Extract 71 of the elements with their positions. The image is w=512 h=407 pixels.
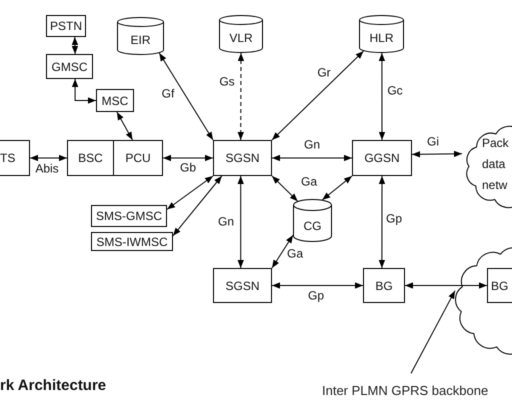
- edge-label: Gs: [218, 76, 236, 88]
- node-label: Pack data netw: [482, 135, 510, 194]
- database-cylinder: [359, 15, 404, 53]
- network-node-box: [96, 89, 134, 112]
- arrow: [322, 176, 352, 200]
- network-node-box: [363, 268, 405, 303]
- arrow: [378, 176, 386, 268]
- network-node-box: [91, 232, 173, 251]
- annotation-text: Inter PLMN GPRS backbone: [322, 383, 490, 399]
- edge-label: Gn: [217, 216, 235, 228]
- database-cylinder: [293, 199, 332, 242]
- arrow: [272, 282, 364, 289]
- network-node-box: [352, 140, 412, 176]
- arrow: [272, 50, 364, 140]
- node-label: GMSC: [52, 60, 88, 74]
- arrow: [158, 52, 214, 140]
- network-node-box: [487, 268, 512, 303]
- network-node-box: [0, 140, 30, 176]
- node-label: SMS-GMSC: [96, 209, 162, 223]
- node-label: PSTN: [50, 19, 82, 33]
- node-label: BG: [375, 278, 393, 292]
- node-label: VLR: [229, 31, 253, 45]
- database-cylinder: [117, 17, 164, 55]
- node-label: CG: [304, 218, 322, 232]
- edge-label: Gp: [385, 212, 403, 226]
- edge-label: Gf: [160, 88, 176, 100]
- edge-label: Gc: [386, 84, 404, 98]
- node-label: SGSN: [225, 151, 260, 165]
- arrow: [238, 52, 244, 140]
- edge-label: Gp: [307, 290, 325, 302]
- network-node-box: [213, 268, 272, 303]
- edge-label: Gb: [179, 162, 197, 174]
- network-node-box: [46, 15, 86, 37]
- node-label: BG: [491, 278, 508, 292]
- arrow: [172, 176, 222, 236]
- arrow: [166, 176, 214, 210]
- arrow: [238, 176, 244, 268]
- arrow: [378, 52, 386, 140]
- network-node-box: [91, 205, 167, 227]
- arrow: [404, 282, 488, 289]
- edge-label: Ga: [300, 176, 318, 188]
- node-label: EIR: [130, 33, 150, 47]
- arrow: [272, 234, 294, 268]
- arrow: [72, 78, 96, 104]
- node-label: PCU: [125, 151, 151, 165]
- network-node-box: [213, 140, 272, 176]
- edge-label: Abis: [34, 162, 60, 176]
- node-label: BSC: [78, 151, 103, 165]
- arrow: [412, 150, 462, 158]
- edge-label: Gn: [303, 138, 321, 152]
- node-label: SGSN: [225, 278, 260, 292]
- node-label: TS: [0, 151, 16, 165]
- arrow: [272, 176, 298, 202]
- node-label: HLR: [369, 31, 394, 45]
- arrow: [162, 154, 214, 162]
- arrow: [30, 154, 68, 162]
- arrow: [72, 36, 78, 54]
- network-node-box: [67, 140, 114, 176]
- arrow: [116, 112, 133, 140]
- leader-line: [410, 290, 456, 374]
- edge-label: Gi: [426, 136, 440, 148]
- database-cylinder: [219, 15, 263, 53]
- node-label: GGSN: [364, 151, 400, 165]
- edge-label: Gr: [316, 66, 332, 80]
- arrow: [272, 154, 352, 162]
- diagram-title: rk Architecture: [0, 377, 106, 395]
- network-node-box: [113, 140, 163, 176]
- edge-label: Ga: [286, 248, 304, 260]
- network-node-box: [46, 54, 93, 79]
- node-label: MSC: [102, 94, 128, 108]
- node-label: SMS-IWMSC: [96, 234, 168, 248]
